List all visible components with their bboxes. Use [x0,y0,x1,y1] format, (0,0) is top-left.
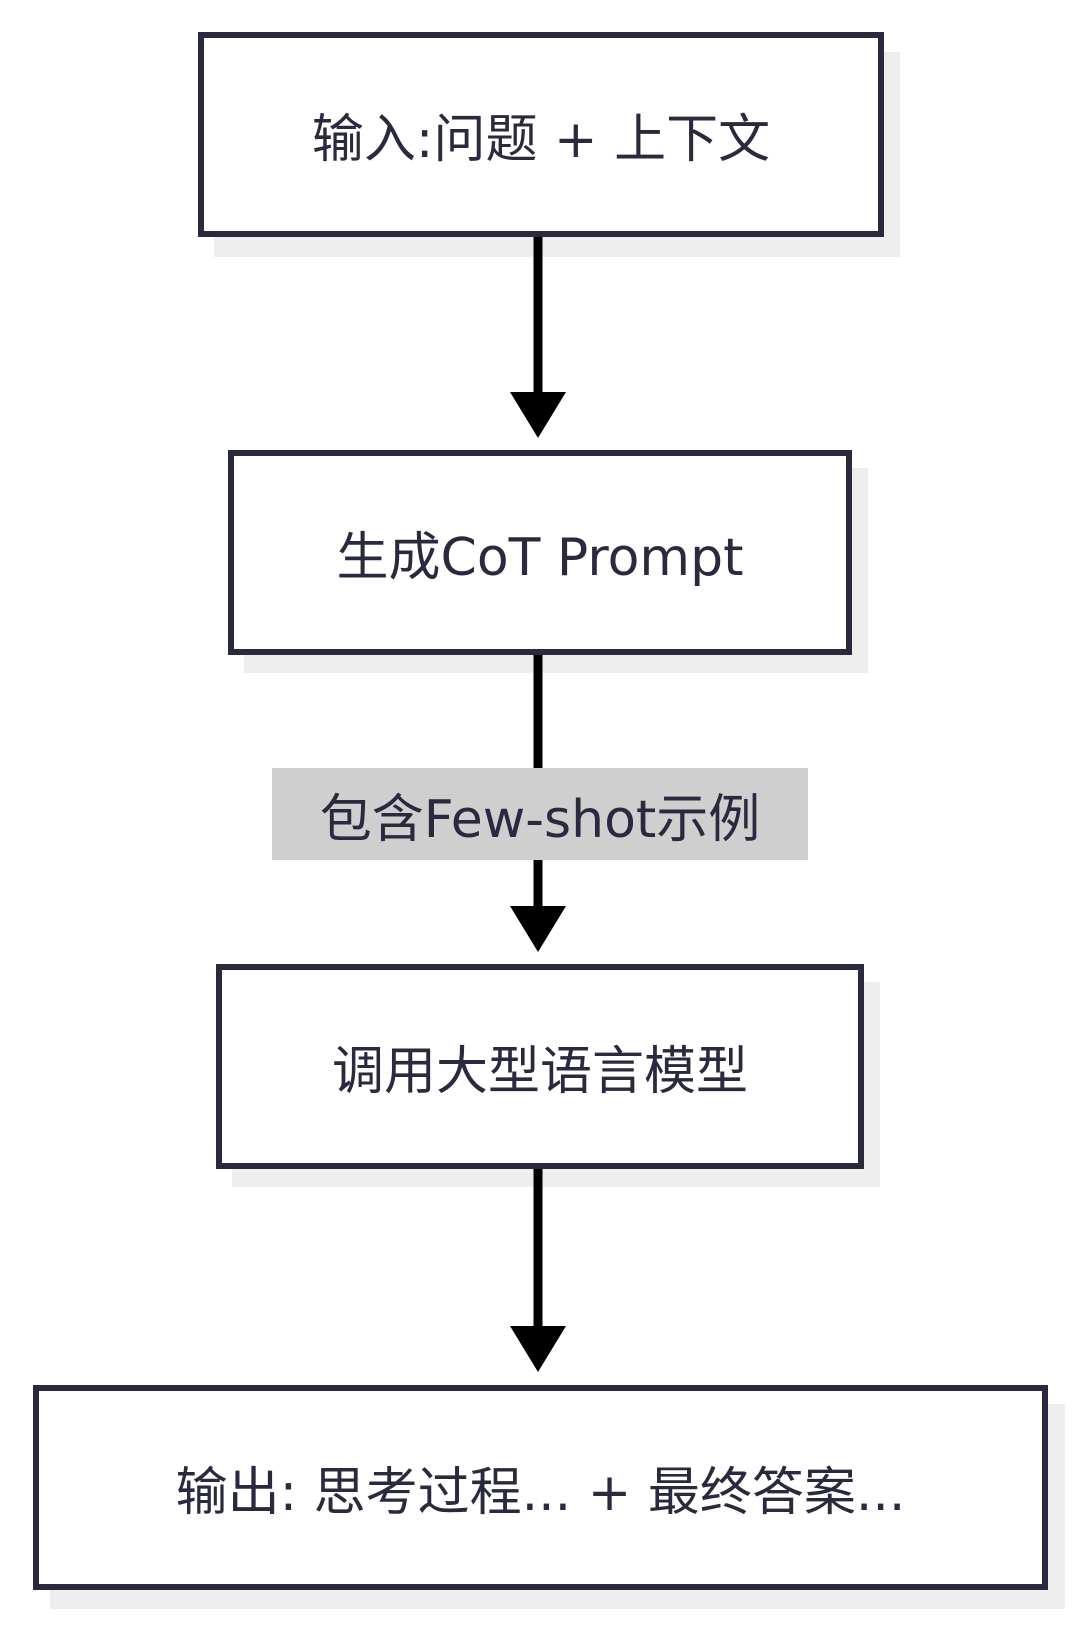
input-node-label: 输入:问题 + 上下文 [311,110,771,170]
generate-prompt-node-label: 生成CoT Prompt [336,528,744,588]
generate-prompt-node: 生成CoT Prompt [228,450,852,655]
few-shot-edge-label-text: 包含Few-shot示例 [319,789,761,850]
arrowhead-generate-to-call-model [510,906,566,952]
call-model-node: 调用大型语言模型 [216,964,864,1169]
call-model-node-label: 调用大型语言模型 [331,1042,748,1102]
output-node-label: 输出: 思考过程... + 最终答案... [175,1463,906,1523]
few-shot-edge-label: 包含Few-shot示例 [272,768,808,860]
output-node: 输出: 思考过程... + 最终答案... [33,1385,1048,1590]
input-node: 输入:问题 + 上下文 [198,32,884,237]
arrowhead-call-model-to-output [510,1326,566,1372]
arrowhead-input-to-generate [510,392,566,438]
